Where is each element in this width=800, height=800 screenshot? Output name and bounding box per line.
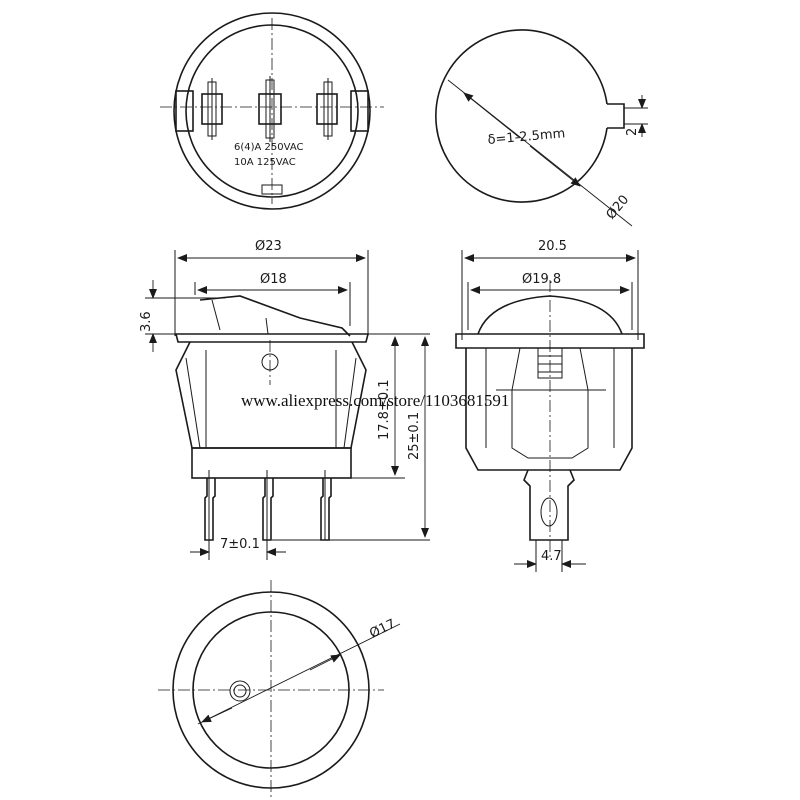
- bottom-diameter-label: Ø17: [367, 617, 398, 642]
- rating-text-1: 6(4)A 250VAC: [234, 142, 304, 153]
- top-view: 6(4)A 250VAC 10A 125VAC: [160, 12, 384, 210]
- watermark-text: www.aliexpress.com/store/1103681591: [241, 391, 509, 410]
- panel-cutout: δ=1-2.5mm Ø20 2: [435, 29, 648, 227]
- side-width-label: 20.5: [538, 239, 567, 254]
- front-view: Ø23 Ø18 3.6: [139, 239, 430, 560]
- side-inner-diameter-label: Ø19.8: [522, 272, 561, 287]
- rocker-height-label: 3.6: [139, 311, 154, 332]
- terminal-left: [201, 78, 223, 140]
- key-width-label: 2: [625, 128, 640, 136]
- inner-diameter-label: Ø18: [260, 272, 287, 287]
- total-height-label: 25±0.1: [407, 412, 422, 460]
- terminal-width-label: 4.7: [541, 549, 562, 564]
- pin-pitch-label: 7±0.1: [220, 537, 260, 552]
- terminal-center: [258, 76, 282, 142]
- terminal-right: [316, 78, 338, 140]
- body-height-label: 17.8±0.1: [377, 379, 392, 440]
- rating-text-2: 10A 125VAC: [234, 157, 296, 168]
- bottom-view: Ø17: [158, 580, 401, 800]
- cutout-diameter-label: Ø20: [604, 192, 633, 222]
- front-pins: [204, 470, 332, 541]
- outer-diameter-label: Ø23: [255, 239, 282, 254]
- side-view: 20.5 Ø19.8 4.7: [455, 239, 645, 572]
- thickness-label: δ=1-2.5mm: [487, 126, 566, 148]
